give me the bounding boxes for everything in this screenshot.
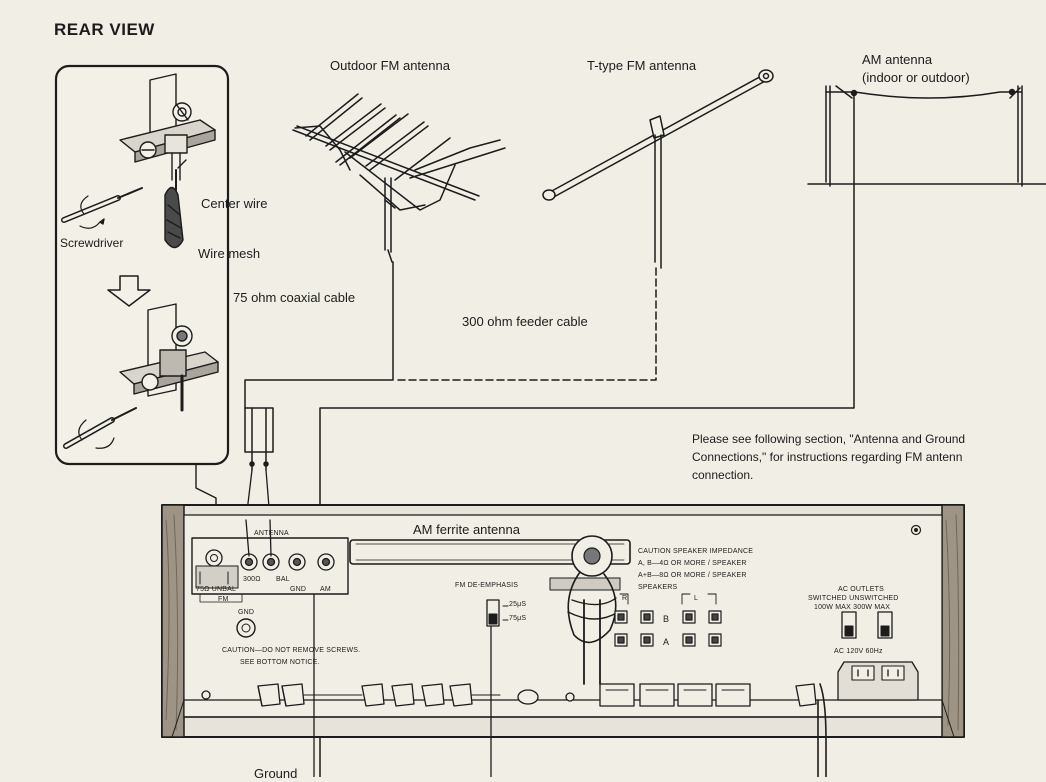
- outdoor-fm-antenna-label: Outdoor FM antenna: [330, 58, 450, 73]
- speaker-caution-label: CAUTION SPEAKER IMPEDANCE: [638, 548, 754, 555]
- gnd-terminal-label: GND: [238, 609, 255, 616]
- note-line-2: Connections," for instructions regarding…: [692, 450, 963, 464]
- wire-mesh-label: Wire mesh: [198, 246, 261, 261]
- deemphasis-25us-label: 25μS: [509, 601, 527, 608]
- speaker-b-label: B: [663, 614, 670, 624]
- am-antenna-sublabel: (indoor or outdoor): [862, 70, 970, 85]
- caution-screws-label: CAUTION—DO NOT REMOVE SCREWS.: [222, 647, 361, 654]
- fm-deemphasis-label: FM DE-EMPHASIS: [455, 582, 519, 589]
- down-arrow-icon: [107, 275, 151, 307]
- t-type-fm-antenna-label: T-type FM antenna: [587, 58, 697, 73]
- note-line-1: Please see following section, "Antenna a…: [692, 432, 966, 446]
- speaker-r-label: R: [622, 595, 628, 602]
- ac-outlets-label: AC OUTLETS: [838, 586, 884, 593]
- deemphasis-75us-label: 75μS: [509, 615, 527, 622]
- switched-unswitched-label: SWITCHED UNSWITCHED: [808, 595, 899, 602]
- cables: [244, 261, 657, 521]
- coax-cable-label: 75 ohm coaxial cable: [233, 290, 356, 305]
- speaker-l-label: L: [694, 595, 699, 602]
- am-ferrite-antenna-label: AM ferrite antenna: [413, 522, 520, 537]
- t-type-fm-antenna: [542, 69, 774, 269]
- ground-label-partial: Ground: [254, 766, 298, 781]
- ac-power-rating-label: AC 120V 60Hz: [834, 648, 883, 655]
- center-wire-label: Center wire: [201, 196, 268, 211]
- connection-inset: [54, 64, 230, 561]
- gnd-label: GND: [290, 586, 307, 593]
- ohm300-label: 300Ω: [243, 576, 261, 583]
- note-line-3: connection.: [692, 468, 754, 482]
- screwdriver-label: Screwdriver: [60, 236, 124, 250]
- page-title: REAR VIEW: [54, 20, 155, 39]
- feeder-cable-label: 300 ohm feeder cable: [462, 314, 588, 329]
- am-terminal-label: AM: [320, 586, 331, 593]
- outdoor-fm-antenna: [292, 93, 506, 263]
- am-antenna-label: AM antenna: [862, 52, 933, 67]
- bal-label: BAL: [276, 576, 290, 583]
- speaker-a-label: A: [663, 637, 670, 647]
- receiver-rear-panel: [161, 504, 965, 777]
- antenna-block-label: ANTENNA: [254, 530, 289, 537]
- ac-max-ratings-label: 100W MAX 300W MAX: [814, 604, 891, 611]
- speaker-impedance-ab: A, B—4Ω OR MORE / SPEAKER: [638, 560, 747, 567]
- ohm75-unbal-label: 75Ω UNBAL: [196, 586, 237, 593]
- caution-bottom-label: SEE BOTTOM NOTICE.: [240, 659, 320, 666]
- fm-label: FM: [218, 596, 229, 603]
- speakers-label: SPEAKERS: [638, 584, 678, 591]
- inset-top-terminal: [61, 73, 216, 249]
- inset-bottom-terminal: [63, 303, 219, 449]
- speaker-impedance-a-plus-b: A+B—8Ω OR MORE / SPEAKER: [638, 572, 747, 579]
